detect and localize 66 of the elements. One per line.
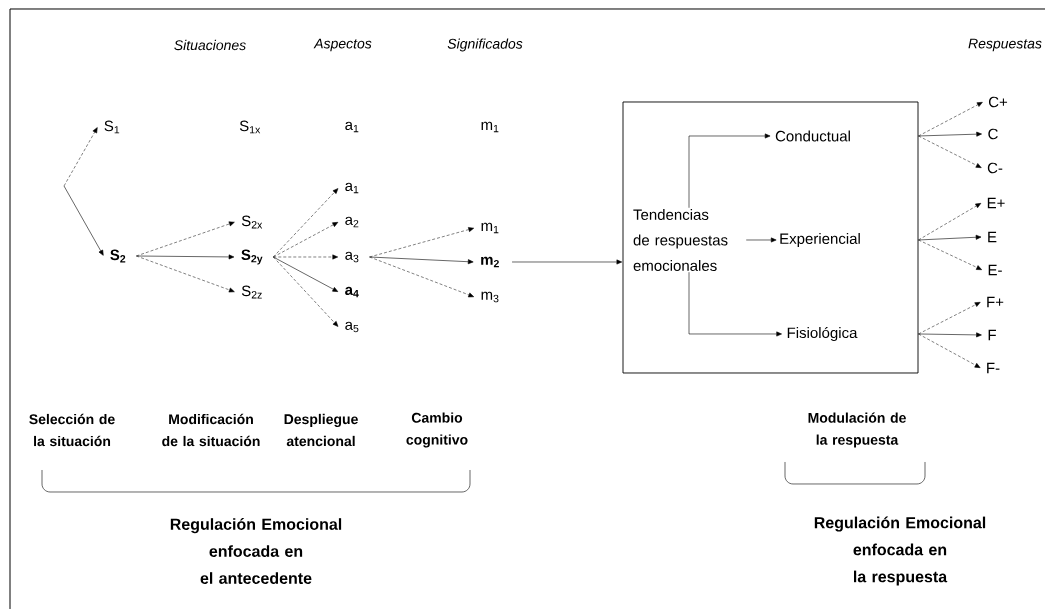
arrow [918,332,982,338]
symbol-label: E+ [987,197,1005,209]
symbol-label: C [988,128,998,140]
arrow [63,185,104,256]
stage-label: Despliegue atencional [284,413,358,447]
symbol-label: a$_{1}$ [345,121,359,133]
group-label: Regulación Emocional enfocada en la respuesta [814,516,986,586]
symbol-label: S$_{1}$ [104,120,120,134]
symbol-label: a$_{4}$ [345,286,359,298]
symbol-label: m$_{2}$ [481,256,499,268]
symbol-label: a$_{2}$ [345,216,359,228]
symbol-label: E- [988,264,1002,276]
node-label: Fisiológica [787,326,858,342]
stage-label: Modulación de la respuesta [808,412,906,448]
symbol-label: S$_{1x}$ [239,120,261,134]
node-label: Experiencial [780,233,860,247]
column-heading: Situaciones [174,39,246,51]
stage-label: Cambio cognitivo [406,412,468,448]
arrow [136,255,235,293]
arrow [273,256,339,327]
arrow [273,188,339,258]
arrow [369,227,474,258]
symbol-label: C+ [989,96,1008,108]
arrow [918,239,982,270]
group-label: Regulación Emocional enfocada en el antecedente [170,518,342,584]
arrow [369,256,474,265]
arrow [745,237,777,243]
symbol-label: m$_{3}$ [481,291,499,303]
node-label: Conductual [775,130,850,142]
arrow [273,222,339,258]
arrow [918,234,982,241]
arrow [688,271,782,337]
column-heading: Aspectos [313,38,372,52]
symbol-label: S$_{2z}$ [241,285,262,299]
column-heading: Significados [447,38,523,52]
arrow [369,256,475,298]
stage-label: Selección de la situación [29,413,115,447]
symbol-label: a$_{5}$ [345,321,359,333]
symbol-label: a$_{1}$ [345,182,359,194]
stage-label: Modificación de la situación [162,413,260,447]
symbol-label: C- [987,162,1003,174]
arrow [918,333,981,368]
arrow [273,256,339,292]
arrow [918,102,983,137]
arrow [511,259,623,265]
symbol-label: S$_{2y}$ [241,249,263,265]
arrow [918,135,982,168]
arrow [136,254,235,260]
symbol-label: m$_{1}$ [481,121,499,133]
symbol-label: m$_{1}$ [481,222,499,234]
symbol-label: F [988,329,996,341]
symbol-label: F- [987,362,1000,374]
response-box [622,101,919,374]
arrow [273,254,339,260]
symbol-label: a$_{3}$ [345,251,359,263]
symbol-label: E [988,231,997,243]
symbol-label: S$_{2x}$ [241,215,263,229]
column-heading: Respuestas [968,38,1042,52]
arrow [918,203,982,241]
arrow [63,127,98,187]
arrow [688,133,771,209]
symbol-label: S$_{2}$ [110,249,126,263]
arrow [918,131,982,137]
symbol-label: F+ [987,296,1004,308]
arrow [918,302,981,335]
node-label: Tendencias de respuestas emocionales [633,209,728,271]
